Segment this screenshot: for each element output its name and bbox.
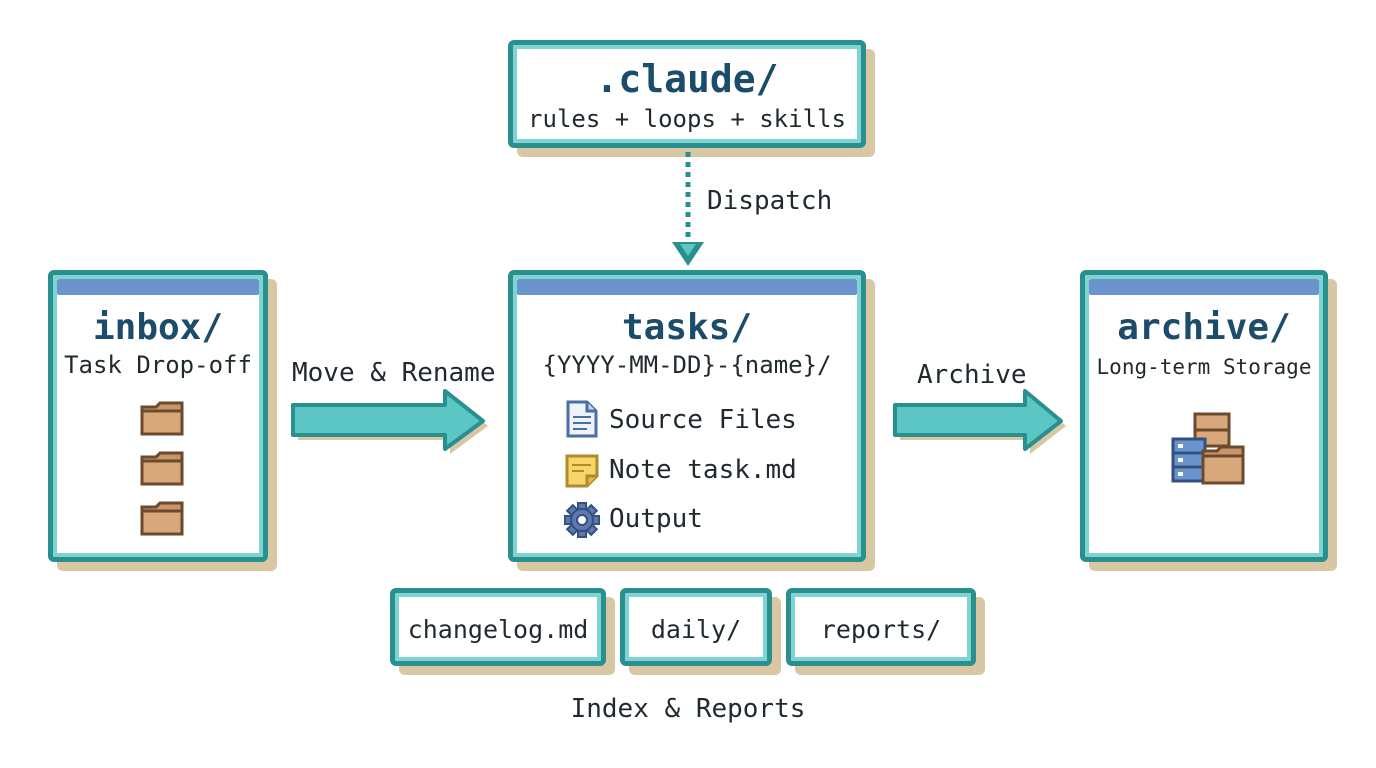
folder-icon (140, 501, 184, 536)
gear-icon (564, 502, 600, 538)
tasks-title: tasks/ (621, 307, 753, 348)
archive-arrow (893, 389, 1066, 454)
claude-title: .claude/ (595, 57, 779, 101)
index-item-label: reports/ (820, 615, 942, 644)
note-icon (565, 454, 599, 488)
task-item-label: Output (609, 504, 703, 534)
inbox-node: inbox/ Task Drop-off (48, 270, 268, 562)
dispatch-arrow (672, 152, 704, 266)
index-item-label: daily/ (650, 615, 742, 644)
inbox-title: inbox/ (92, 307, 224, 348)
storage-icon (1171, 412, 1245, 485)
tasks-subtitle: {YYYY-MM-DD}-{name}/ (542, 351, 832, 379)
folder-icon (140, 451, 184, 486)
document-icon (566, 400, 598, 438)
tasks-node: tasks/ {YYYY-MM-DD}-{name}/ Source Files… (508, 270, 866, 562)
folder-icon (140, 401, 184, 436)
index-item-label: changelog.md (407, 615, 589, 644)
claude-subtitle: rules + loops + skills (528, 105, 846, 133)
index-item-changelog: changelog.md (390, 588, 606, 666)
archive-subtitle: Long-term Storage (1096, 355, 1312, 379)
claude-node: .claude/ rules + loops + skills (508, 40, 866, 148)
archive-title: archive/ (1117, 307, 1291, 348)
index-item-reports: reports/ (786, 588, 976, 666)
archive-node: archive/ Long-term Storage (1080, 270, 1328, 562)
move-rename-label: Move & Rename (292, 358, 496, 388)
index-item-daily: daily/ (620, 588, 772, 666)
dispatch-label: Dispatch (707, 186, 833, 216)
inbox-subtitle: Task Drop-off (64, 351, 252, 379)
index-caption: Index & Reports (570, 694, 806, 724)
move-rename-arrow (291, 389, 488, 454)
archive-edge-label: Archive (917, 360, 1027, 390)
task-item-label: Source Files (609, 405, 797, 435)
task-item-label: Note task.md (609, 455, 797, 485)
